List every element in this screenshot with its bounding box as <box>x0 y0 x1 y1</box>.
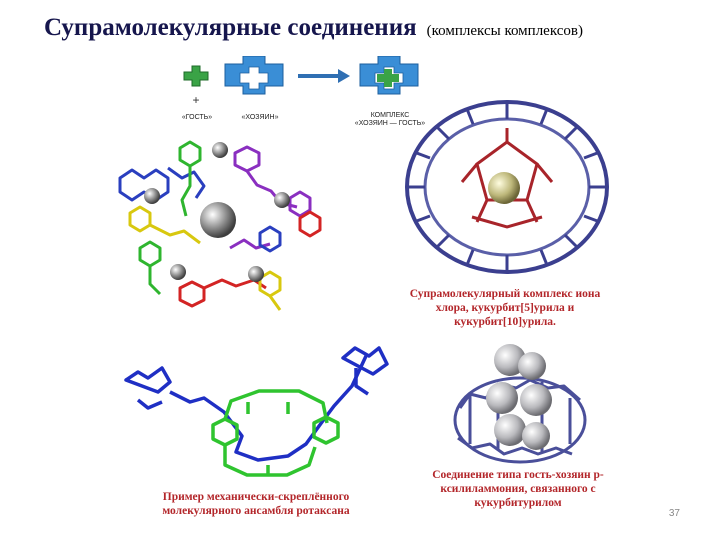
rotaxane-caption: Пример механически-скреплённого молекуля… <box>126 490 386 518</box>
plus-sign: + <box>192 93 199 107</box>
arrow-icon <box>298 69 350 83</box>
central-sphere <box>200 202 236 238</box>
complex-label-line1: КОМПЛЕКС <box>370 112 410 119</box>
scheme-drawing: + <box>183 55 419 107</box>
caption-line: молекулярного ансамбля ротаксана <box>162 505 350 517</box>
caption-line: ксилиламмония, связанного с <box>440 483 596 495</box>
host-label: «ХОЗЯИН» <box>241 114 279 121</box>
chlorine-complex-caption: Супрамолекулярный комплекс иона хлора, к… <box>382 287 628 329</box>
caption-line: кукурбит[10]урила. <box>454 316 556 328</box>
guest-label: «ГОСТЬ» <box>181 114 213 121</box>
complex-label: КОМПЛЕКС «ХОЗЯИН — ГОСТЬ» <box>350 112 430 128</box>
caption-line: Супрамолекулярный комплекс иона <box>409 288 601 300</box>
host-icon <box>224 55 284 95</box>
supramolecular-assembly-image <box>118 140 322 311</box>
slide-title: Супрамолекулярные соединения (комплексы … <box>44 14 583 42</box>
title-subtitle: (комплексы комплексов) <box>426 23 583 39</box>
caption-line: Пример механически-скреплённого <box>162 491 350 503</box>
title-main: Супрамолекулярные соединения <box>44 14 417 41</box>
host-guest-scheme: + «ГОСТЬ» «ХОЗЯИН» КОМПЛЕКС «ХОЗЯИН — ГО… <box>170 55 440 138</box>
guest-icon <box>183 65 209 87</box>
complex-icon <box>359 55 419 95</box>
chloride-ion-sphere <box>488 172 520 204</box>
caption-line: кукурбитурилом <box>474 497 562 509</box>
complex-label-line2: «ХОЗЯИН — ГОСТЬ» <box>354 120 426 127</box>
caption-line: Соединение типа гость-хозяин р- <box>432 469 604 481</box>
host-guest-caption: Соединение типа гость-хозяин р- ксилилам… <box>398 468 638 510</box>
cucurbituril-complex-image <box>405 100 609 274</box>
caption-line: хлора, кукурбит[5]урила и <box>435 302 575 314</box>
page-number: 37 <box>668 508 680 519</box>
host-guest-complex-image <box>453 344 587 464</box>
rotaxane-image <box>124 346 389 477</box>
